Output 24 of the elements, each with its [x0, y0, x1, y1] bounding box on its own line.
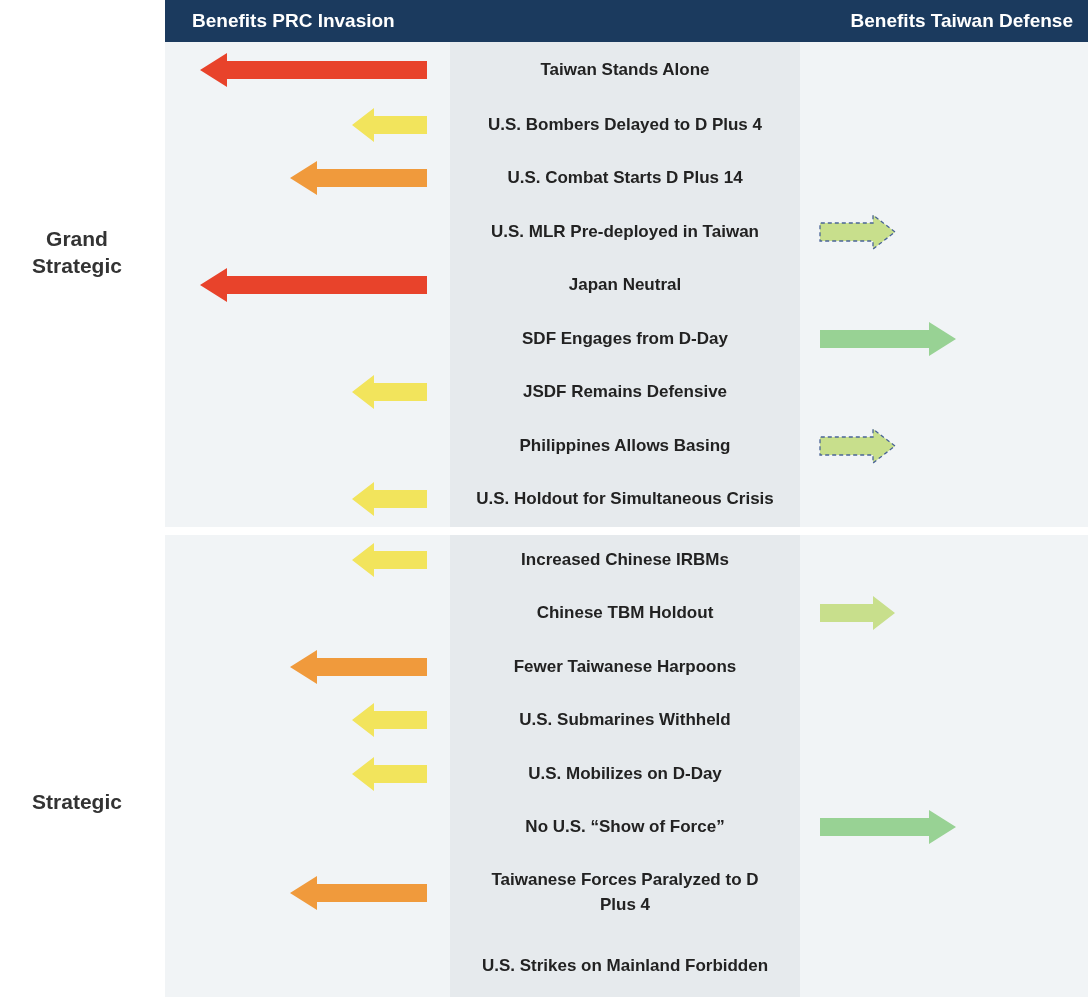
factor-label: No U.S. “Show of Force” — [525, 815, 725, 838]
factor-column — [450, 42, 800, 527]
factor-label: Increased Chinese IRBMs — [521, 548, 729, 571]
factor-label: U.S. Mobilizes on D-Day — [528, 762, 722, 785]
section-heading: Strategic — [31, 789, 123, 816]
factor-label: Taiwanese Forces Paralyzed to D Plus 4 — [490, 869, 760, 916]
factor-label: U.S. Submarines Withheld — [519, 708, 731, 731]
header-bar — [165, 0, 1088, 42]
factor-label: Taiwan Stands Alone — [540, 58, 710, 81]
factor-label: U.S. Holdout for Simultaneous Crisis — [476, 487, 774, 510]
factor-label: U.S. Strikes on Mainland Forbidden — [481, 954, 769, 977]
factor-label: Fewer Taiwanese Harpoons — [513, 655, 737, 678]
column-heading: Benefits Taiwan Defense — [850, 10, 1073, 32]
factor-column — [450, 535, 800, 997]
factor-label: Chinese TBM Holdout — [536, 601, 714, 624]
factor-label: U.S. Bombers Delayed to D Plus 4 — [488, 113, 762, 136]
factor-label: U.S. MLR Pre-deployed in Taiwan — [491, 220, 759, 243]
section-heading: Grand Strategic — [31, 225, 123, 279]
factor-label: JSDF Remains Defensive — [522, 380, 728, 403]
factor-label: Japan Neutral — [568, 273, 682, 296]
column-heading: Benefits PRC Invasion — [192, 10, 395, 32]
factor-label: SDF Engages from D-Day — [522, 327, 728, 350]
factor-label: Philippines Allows Basing — [519, 434, 731, 457]
factor-label: U.S. Combat Starts D Plus 14 — [507, 166, 743, 189]
